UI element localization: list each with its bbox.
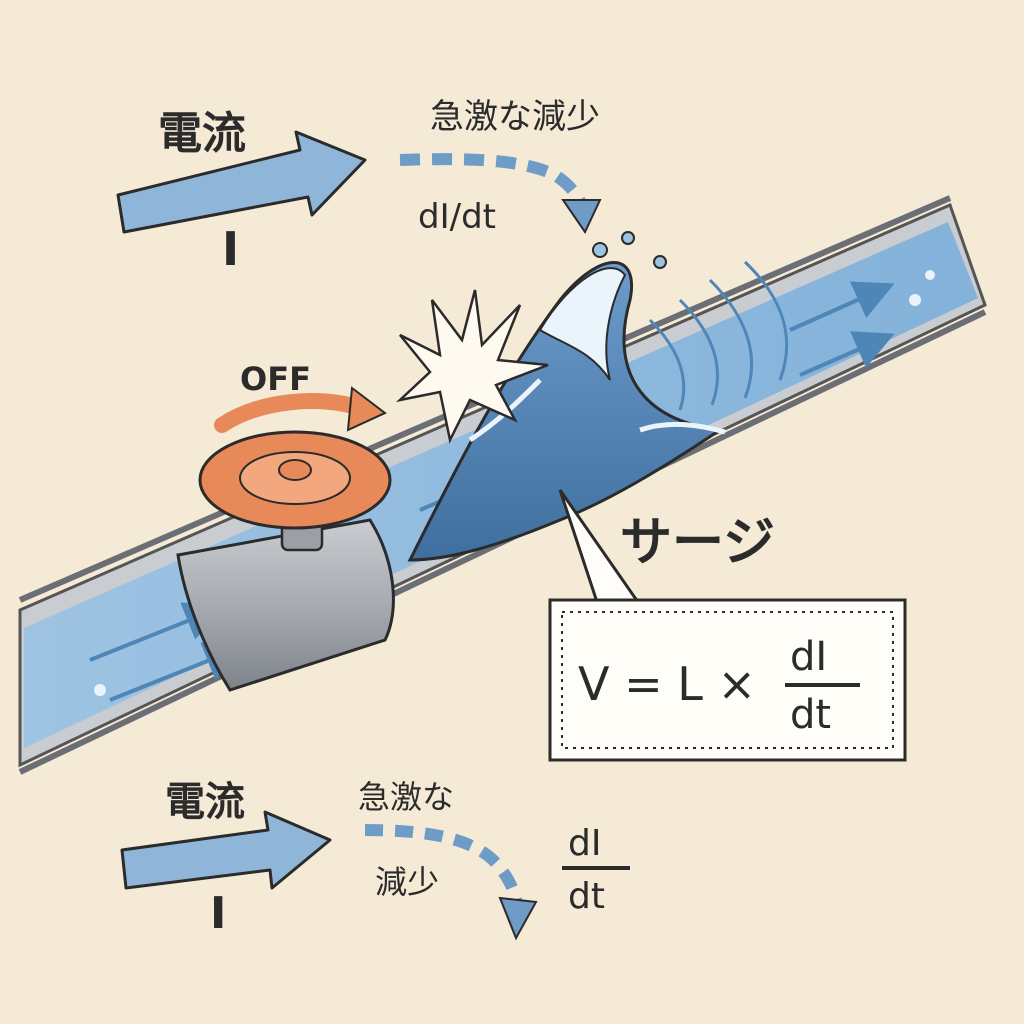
decrease-label: 急激な減少: [430, 97, 600, 137]
current-arrow-icon: [116, 130, 367, 234]
flow-arrow: [109, 642, 245, 702]
wave-crest-foam: [538, 267, 627, 381]
dashed-arrow-head-icon: [498, 896, 538, 941]
valve-fitting: [176, 518, 395, 692]
splash-droplet: [592, 242, 608, 258]
current-symbol: I: [222, 222, 239, 276]
splash-droplet: [621, 231, 635, 245]
water-droplet: [925, 270, 935, 280]
pressure-arc: [708, 278, 753, 399]
formula-numerator: dI: [790, 634, 827, 680]
flow-arrow: [799, 331, 895, 377]
pressure-arc: [678, 298, 719, 406]
water-droplet: [909, 294, 921, 306]
splash-droplet: [653, 255, 667, 269]
current-symbol: I: [210, 888, 226, 939]
rate-label: dI/dt: [418, 197, 496, 237]
wave-foam-line: [639, 421, 726, 435]
rotate-arrow-head: [346, 386, 387, 432]
formula-box: [548, 598, 907, 762]
top-annotation: 電流 I 急激な減少 dI/dt: [116, 97, 602, 276]
pressure-arc: [743, 260, 788, 381]
dashed-arrow-head-icon: [561, 199, 602, 235]
pressure-arc: [648, 318, 686, 411]
valve: OFF: [176, 360, 395, 692]
surge-callout: サージ V = L × dI dt: [548, 489, 907, 762]
water-droplet: [94, 684, 106, 696]
decrease-label-line2: 減少: [375, 863, 439, 901]
bottom-annotation: 電流 I 急激な 減少 dI dt: [120, 778, 630, 941]
rate-numerator: dI: [568, 823, 601, 864]
off-label: OFF: [240, 360, 311, 398]
surge-wave: [395, 231, 788, 562]
rate-denominator: dt: [568, 876, 605, 917]
current-label: 電流: [158, 108, 246, 159]
rotate-arrow-icon: [214, 393, 368, 433]
dashed-decrease-arrow: [364, 824, 524, 916]
formula-box-inner: [561, 611, 894, 749]
formula-lhs: V = L ×: [578, 657, 756, 711]
decrease-label-line1: 急激な: [358, 778, 454, 816]
valve-handle-hub: [278, 459, 312, 481]
surge-label: サージ: [620, 513, 775, 573]
formula-denominator: dt: [790, 692, 831, 738]
current-arrow-icon: [120, 810, 332, 890]
current-label: 電流: [165, 779, 245, 825]
flow-arrow: [89, 602, 225, 662]
flow-arrow: [789, 281, 895, 332]
impact-burst-icon: [395, 289, 549, 444]
